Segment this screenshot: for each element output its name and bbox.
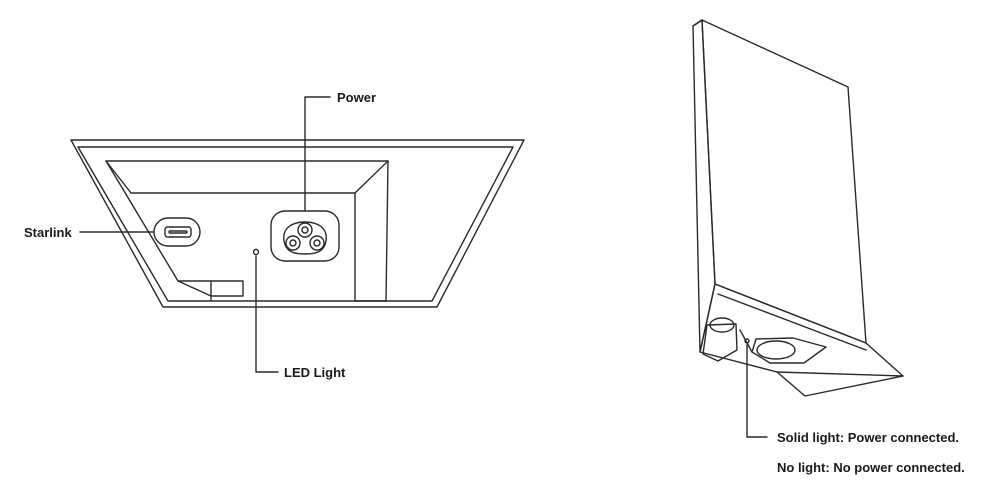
base-recess-right xyxy=(751,337,827,364)
front-face-top-edge xyxy=(692,19,703,27)
led-light-indicator xyxy=(252,248,260,256)
router-base xyxy=(699,283,904,397)
base-divider xyxy=(739,329,753,353)
led-light-label: LED Light xyxy=(284,365,346,380)
base-port-left xyxy=(709,317,735,333)
starlink-label: Starlink xyxy=(24,225,72,240)
no-light-label: No light: No power connected. xyxy=(777,460,965,475)
status-leader-line xyxy=(746,344,768,438)
router-perspective-view xyxy=(692,19,904,438)
power-pin-top-inner xyxy=(301,226,309,234)
power-label: Power xyxy=(337,90,377,105)
starlink-port-slot xyxy=(164,226,192,238)
base-front-edge xyxy=(776,371,904,377)
router-bottom-view xyxy=(70,96,525,373)
inner-tray-outline xyxy=(77,146,514,302)
power-pin-left-inner xyxy=(289,239,297,247)
base-top-edge xyxy=(717,293,867,351)
bevel-corner xyxy=(354,160,389,194)
base-led-indicator xyxy=(744,338,750,344)
power-port-socket xyxy=(283,221,327,255)
bevel-corner-2 xyxy=(105,160,132,194)
led-leader-line xyxy=(255,255,279,373)
power-pin-right xyxy=(309,235,325,251)
base-port-right xyxy=(756,340,796,360)
power-pin-top xyxy=(297,222,313,238)
panel-left-slope xyxy=(105,160,244,297)
power-pin-right-inner xyxy=(313,239,321,247)
starlink-port-pin xyxy=(168,230,188,234)
solid-light-label: Solid light: Power connected. xyxy=(777,430,960,445)
router-front-face xyxy=(701,19,867,344)
outer-tray-outline xyxy=(70,139,525,308)
starlink-port-housing xyxy=(153,217,201,247)
power-pin-left xyxy=(285,235,301,251)
foot-block xyxy=(177,280,212,302)
base-recess-left xyxy=(702,323,738,362)
power-leader-line xyxy=(304,96,331,212)
